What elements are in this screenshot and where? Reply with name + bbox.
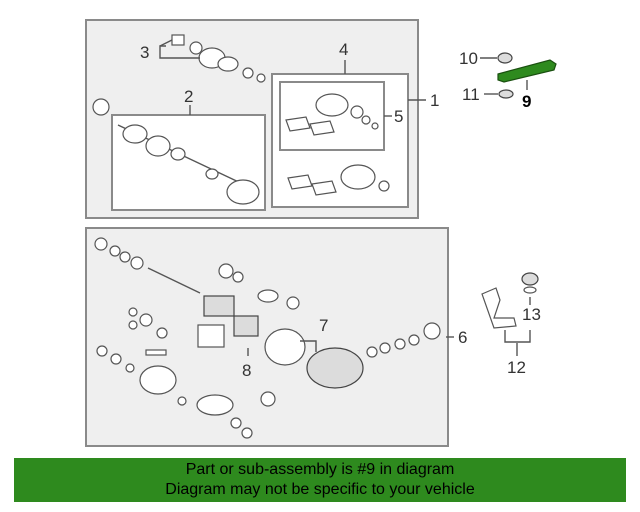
info-banner: Part or sub-assembly is #9 in diagram Di…	[14, 458, 626, 502]
mount-part-13	[521, 272, 539, 294]
callout-6: 6	[458, 328, 467, 347]
boot-parts-4-5	[285, 93, 390, 196]
bracket-part-12	[481, 287, 517, 329]
callout-12: 12	[507, 358, 526, 377]
banner-line-1: Part or sub-assembly is #9 in diagram	[185, 461, 455, 478]
callout-9: 9	[522, 92, 531, 111]
differential-assembly-box	[85, 227, 449, 447]
outer-joint-part-3	[171, 34, 266, 83]
callout-10: 10	[459, 49, 478, 68]
callout-3: 3	[140, 43, 149, 62]
differential-parts	[94, 237, 441, 439]
callout-11: 11	[462, 85, 480, 104]
drive-shaft-part-2	[92, 98, 260, 205]
callout-8: 8	[242, 361, 251, 380]
highlighted-part-9	[497, 59, 557, 83]
callout-7: 7	[319, 316, 328, 335]
parts-diagram: 3 2 4 5 1 10 11 9	[85, 19, 557, 447]
callout-5: 5	[394, 107, 403, 126]
callout-2: 2	[184, 87, 193, 106]
nut-part-10	[497, 52, 513, 64]
callout-4: 4	[339, 40, 348, 59]
washer-part-11	[498, 89, 514, 99]
banner-line-2: Diagram may not be specific to your vehi…	[165, 481, 475, 498]
callout-1: 1	[430, 91, 439, 110]
callout-13: 13	[522, 305, 541, 324]
